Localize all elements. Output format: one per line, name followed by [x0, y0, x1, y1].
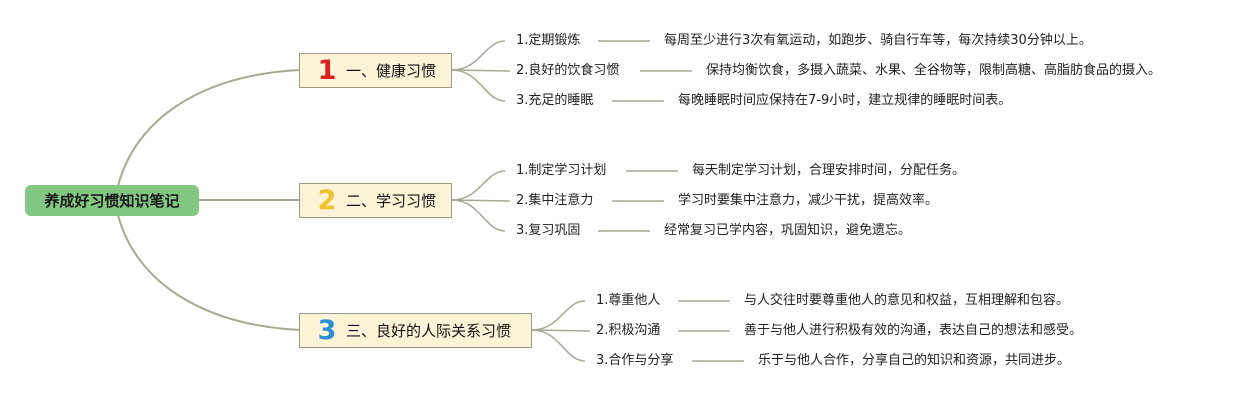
leaf-description: 学习时要集中注意力，减少干扰，提高效率。: [678, 193, 939, 208]
branch-node-3[interactable]: 3 三、良好的人际关系习惯: [299, 313, 532, 348]
branch-node-2[interactable]: 2 二、学习习惯: [299, 183, 452, 218]
number-3-icon: 3: [317, 315, 337, 346]
leaf-description: 与人交往时要尊重他人的意见和权益，互相理解和包容。: [744, 293, 1070, 308]
leaf-description: 每晚睡眠时间应保持在7-9小时，建立规律的睡眠时间表。: [678, 93, 1012, 108]
leaf-description: 乐于与他人合作，分享自己的知识和资源，共同进步。: [758, 353, 1071, 368]
leaf-node[interactable]: 2.积极沟通: [596, 323, 661, 338]
leaf-node[interactable]: 2.良好的饮食习惯: [516, 63, 620, 78]
leaf-node[interactable]: 1.定期锻炼: [516, 33, 581, 48]
leaf-description: 每周至少进行3次有氧运动，如跑步、骑自行车等，每次持续30分钟以上。: [664, 33, 1092, 48]
number-1-icon: 1: [317, 55, 337, 86]
branch-label: 一、健康习惯: [346, 62, 437, 80]
leaf-description: 善于与他人进行积极有效的沟通，表达自己的想法和感受。: [744, 323, 1083, 338]
branch-label: 三、良好的人际关系习惯: [346, 322, 512, 340]
branch-node-1[interactable]: 1 一、健康习惯: [299, 53, 452, 88]
leaf-node[interactable]: 3.合作与分享: [596, 353, 674, 368]
leaf-description: 经常复习已学内容，巩固知识，避免遗忘。: [664, 223, 912, 238]
leaf-node[interactable]: 2.集中注意力: [516, 193, 594, 208]
leaf-node[interactable]: 3.充足的睡眠: [516, 93, 594, 108]
leaf-node[interactable]: 1.尊重他人: [596, 293, 661, 308]
number-2-icon: 2: [317, 185, 337, 216]
connector-root-branch-3: [117, 214, 301, 331]
branch-label: 二、学习习惯: [346, 192, 437, 210]
leaf-node[interactable]: 1.制定学习计划: [516, 163, 607, 178]
connector-root-branch-1: [117, 69, 301, 187]
leaf-description: 保持均衡饮食，多摄入蔬菜、水果、全谷物等，限制高糖、高脂肪食品的摄入。: [706, 63, 1162, 78]
root-node[interactable]: 养成好习惯知识笔记: [25, 185, 199, 216]
root-label: 养成好习惯知识笔记: [44, 192, 180, 210]
leaf-description: 每天制定学习计划，合理安排时间，分配任务。: [692, 163, 966, 178]
leaf-node[interactable]: 3.复习巩固: [516, 223, 581, 238]
